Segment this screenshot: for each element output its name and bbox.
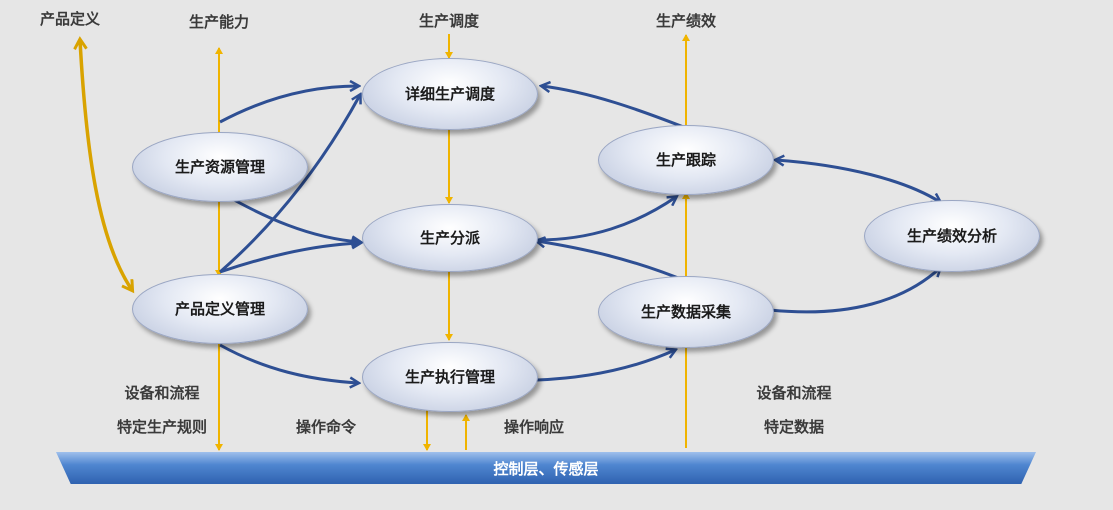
label-operation-response: 操作响应 <box>503 418 565 436</box>
label-production-capability: 生产能力 <box>188 13 250 31</box>
arrow-definition-to-scheduling <box>219 95 360 274</box>
label-operation-command: 操作命令 <box>295 418 357 436</box>
arrow-tracking-to-scheduling <box>542 86 687 130</box>
arrow-collection-to-analysis <box>769 268 940 314</box>
node-performance-analysis: 生产绩效分析 <box>864 200 1040 272</box>
arrow-definition-to-dispatch <box>219 243 360 274</box>
arrow-execution-to-collection <box>536 350 675 382</box>
label-specific-data: 特定数据 <box>763 418 825 436</box>
control-layer-label: 控制层、传感层 <box>493 459 599 478</box>
arrow-tracking-analysis <box>776 160 940 202</box>
label-product-definition: 产品定义 <box>40 10 101 28</box>
node-definition-management: 产品定义管理 <box>132 274 308 344</box>
label-equipment-process-left: 设备和流程 <box>124 384 200 402</box>
label-production-schedule: 生产调度 <box>418 12 480 30</box>
node-detailed-scheduling: 详细生产调度 <box>362 58 538 130</box>
arrow-dispatch-to-tracking <box>536 197 676 242</box>
node-production-dispatching: 生产分派 <box>362 204 538 272</box>
arrow-definition-to-execution <box>219 343 358 383</box>
node-production-tracking: 生产跟踪 <box>598 125 774 195</box>
node-resource-management: 生产资源管理 <box>132 132 308 202</box>
node-execution-management: 生产执行管理 <box>362 342 538 412</box>
control-layer-bar: 控制层、传感层 <box>56 452 1036 484</box>
arrow-resource-to-scheduling <box>219 86 358 124</box>
arrow-product-definition <box>80 40 132 290</box>
label-equipment-process-right: 设备和流程 <box>756 384 832 402</box>
node-data-collection: 生产数据采集 <box>598 276 774 348</box>
arrow-collection-to-dispatch <box>537 241 689 284</box>
label-specific-rules: 特定生产规则 <box>116 418 208 436</box>
label-production-performance: 生产绩效 <box>655 12 717 30</box>
